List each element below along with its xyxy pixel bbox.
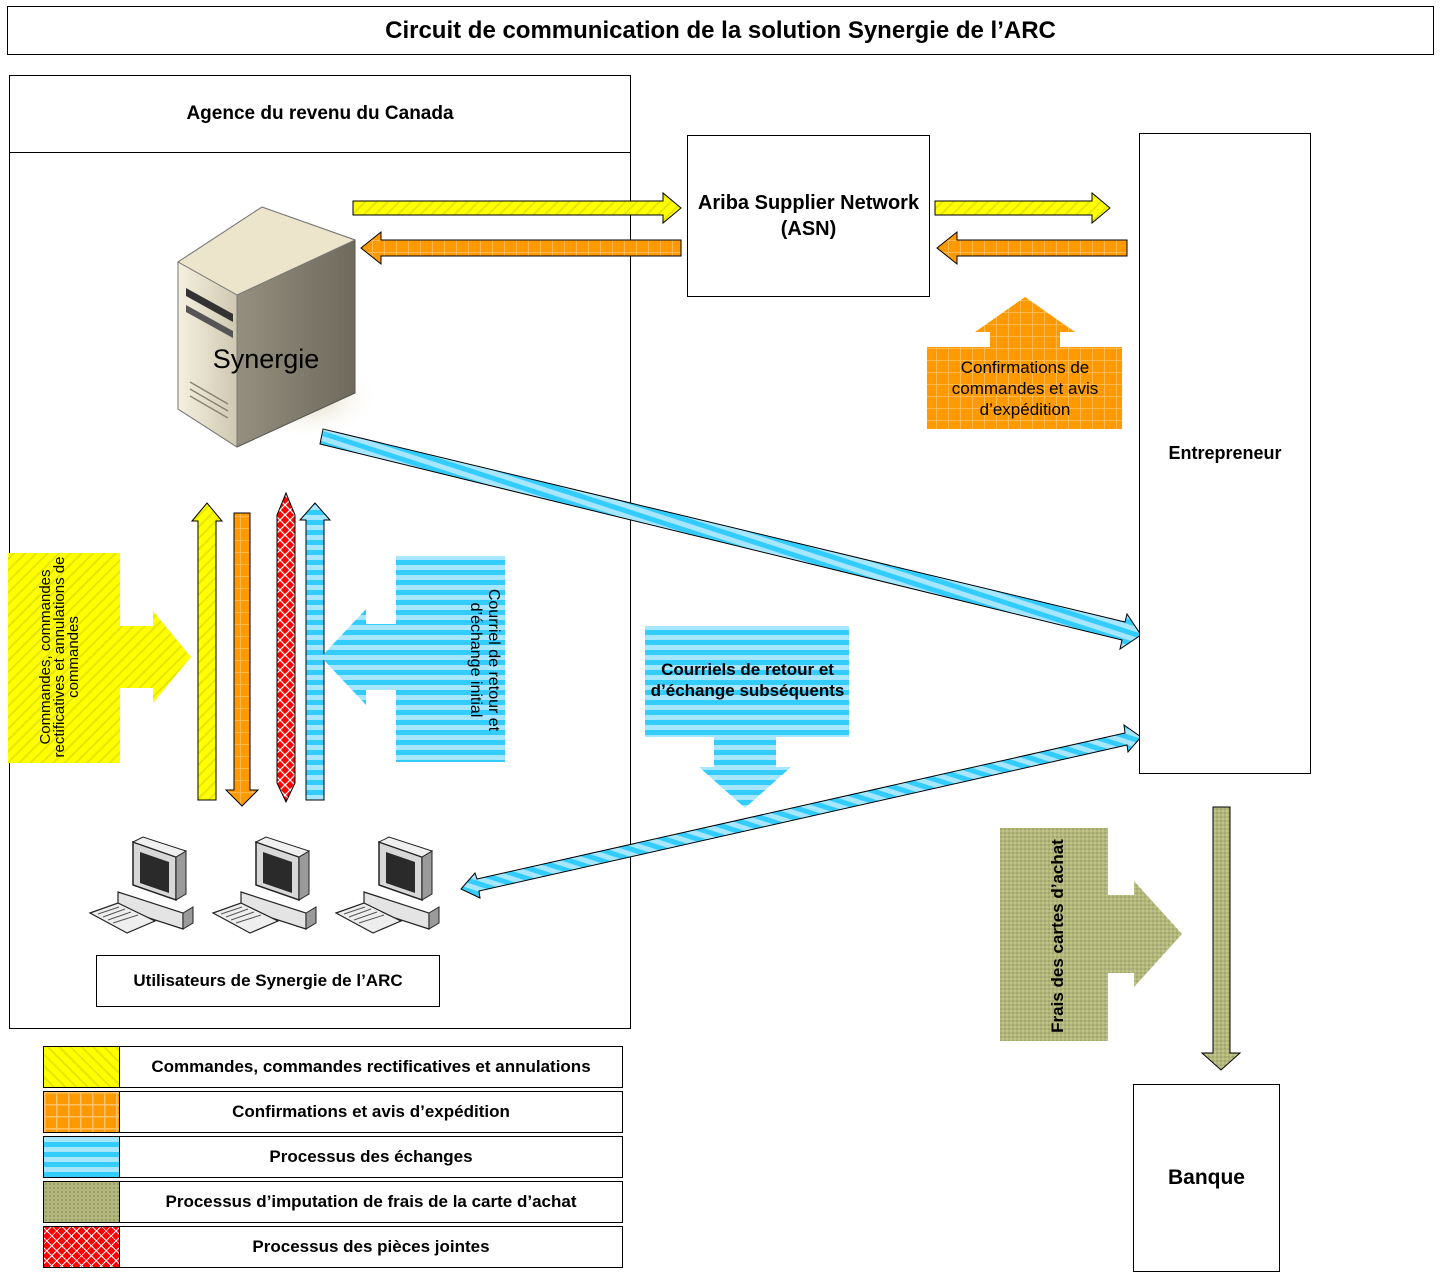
callout-frais-text: Frais des cartes d’achat [1048,839,1067,1033]
legend-item: Processus des pièces jointes [43,1226,623,1268]
arrow-server-to-entrepreneur [319,428,1142,651]
legend-label: Processus d’imputation de frais de la ca… [165,1192,577,1211]
banque-box: Banque [1133,1084,1280,1272]
legend-label: Processus des échanges [269,1147,473,1166]
callout-commandes-text: Commandes, commandes rectificatives et a… [37,556,82,758]
callout-confirmations-shape [927,297,1122,429]
arrow-charges-to-bank [1200,806,1242,1071]
arrow-vertical-red [276,491,296,804]
callout-courriel-initial-label: Courriel de retour et d’échange initial [396,560,504,760]
legend-item: Processus des échanges [43,1136,623,1178]
arrow-vertical-orange [224,512,260,807]
arrow-vertical-yellow [190,502,224,801]
entrepreneur-box: Entrepreneur [1139,133,1311,774]
callout-courriels-subsequents-shape [645,626,849,808]
callout-commandes-shape [8,553,191,763]
legend-label: Commandes, commandes rectificatives et a… [151,1057,591,1076]
legend-label: Confirmations et avis d’expédition [232,1102,510,1121]
arrow-orders-to-entrepreneur [934,191,1111,225]
legend-swatch-red [44,1227,120,1267]
legend-item: Commandes, commandes rectificatives et a… [43,1046,623,1088]
banque-label: Banque [1167,1166,1245,1189]
callout-courriel-initial-text: Courriel de retour et d’échange initial [467,588,502,732]
legend-item: Confirmations et avis d’expédition [43,1091,623,1133]
callout-confirmations-label: Confirmations de commandes et avis d’exp… [951,357,1099,419]
arrow-entrepreneur-to-users [460,723,1142,899]
workstation-icon-3 [334,836,440,934]
callout-frais-shape [1000,828,1182,1041]
users-label: Utilisateurs de Synergie de l’ARC [133,971,403,990]
legend-label: Processus des pièces jointes [252,1237,490,1256]
legend-swatch-yellow [44,1047,120,1087]
arrow-orders-to-asn [352,191,682,225]
server-label: Synergie [212,343,320,374]
entrepreneur-label: Entrepreneur [1168,443,1282,463]
asn-label: Ariba Supplier Network (ASN) [697,192,920,240]
diagram-title: Circuit de communication de la solution … [7,6,1434,55]
arrow-confirmations-from-asn [360,230,682,266]
callout-courriel-initial-shape [321,556,505,762]
workstation-icon-2 [211,836,317,934]
callout-frais-label: Frais des cartes d’achat [1028,836,1088,1036]
agency-label: Agence du revenu du Canada [10,76,630,153]
legend-swatch-green [44,1182,120,1222]
asn-box: Ariba Supplier Network (ASN) [687,135,930,297]
workstation-icon-1 [88,836,194,934]
users-box: Utilisateurs de Synergie de l’ARC [96,955,440,1007]
arrow-vertical-blue [298,502,332,801]
arrow-confirmations-to-asn [936,230,1128,266]
legend-item: Processus d’imputation de frais de la ca… [43,1181,623,1223]
legend-swatch-blue [44,1137,120,1177]
callout-commandes-label: Commandes, commandes rectificatives et a… [4,552,116,762]
server-icon [177,206,380,448]
legend-swatch-orange [44,1092,120,1132]
callout-courriels-subsequents-label: Courriels de retour et d’échange subséqu… [650,660,845,700]
